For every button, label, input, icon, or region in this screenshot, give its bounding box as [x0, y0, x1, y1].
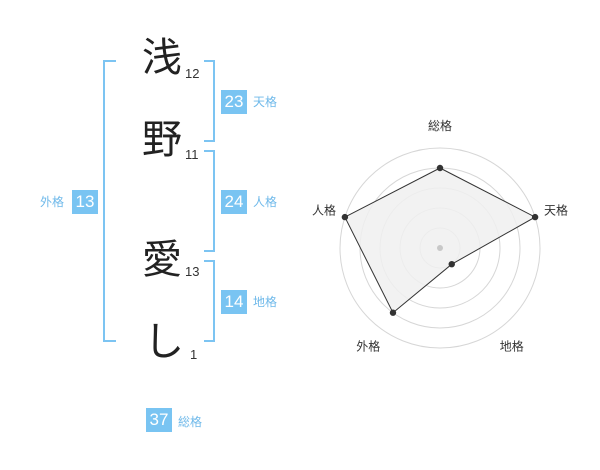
gaikaku-bracket	[103, 60, 116, 342]
stroke-count-3: 13	[185, 264, 200, 279]
radar-center-dot	[437, 245, 443, 251]
tenkaku-value: 23	[221, 90, 247, 114]
radar-axis-label: 天格	[544, 202, 568, 217]
radar-axis-label: 総格	[428, 118, 452, 133]
chikaku-label: 地格	[253, 295, 278, 309]
name-char-4: し	[144, 319, 184, 365]
tenkaku-label: 天格	[253, 95, 278, 109]
radar-point	[531, 213, 539, 221]
stroke-count-4: 1	[190, 347, 198, 362]
jinkaku-bracket	[204, 150, 215, 252]
name-char-1: 浅	[142, 35, 182, 81]
gaikaku-label: 外格	[40, 195, 65, 209]
radar-axis-label: 地格	[500, 339, 524, 354]
radar-point	[341, 213, 349, 221]
jinkaku-value: 24	[221, 190, 247, 214]
radar-series-area	[344, 167, 537, 314]
soukaku-value: 37	[146, 408, 172, 432]
radar-grid-ring	[339, 147, 541, 349]
stroke-count-2: 11	[185, 147, 199, 162]
radar-point	[448, 260, 455, 268]
radar-point	[389, 309, 397, 316]
chikaku-value: 14	[221, 290, 247, 314]
radar-point	[436, 164, 444, 172]
name-char-3: 愛	[142, 237, 182, 283]
soukaku-label: 総格	[178, 415, 203, 429]
jinkaku-label: 人格	[253, 195, 278, 209]
chikaku-bracket	[204, 260, 215, 342]
gaikaku-value: 13	[72, 190, 98, 214]
tenkaku-bracket	[204, 60, 215, 142]
name-char-2: 野	[142, 117, 182, 163]
radar-axis-label: 人格	[312, 202, 336, 217]
radar-axis-label: 外格	[356, 339, 380, 354]
stroke-count-1: 12	[185, 66, 200, 81]
